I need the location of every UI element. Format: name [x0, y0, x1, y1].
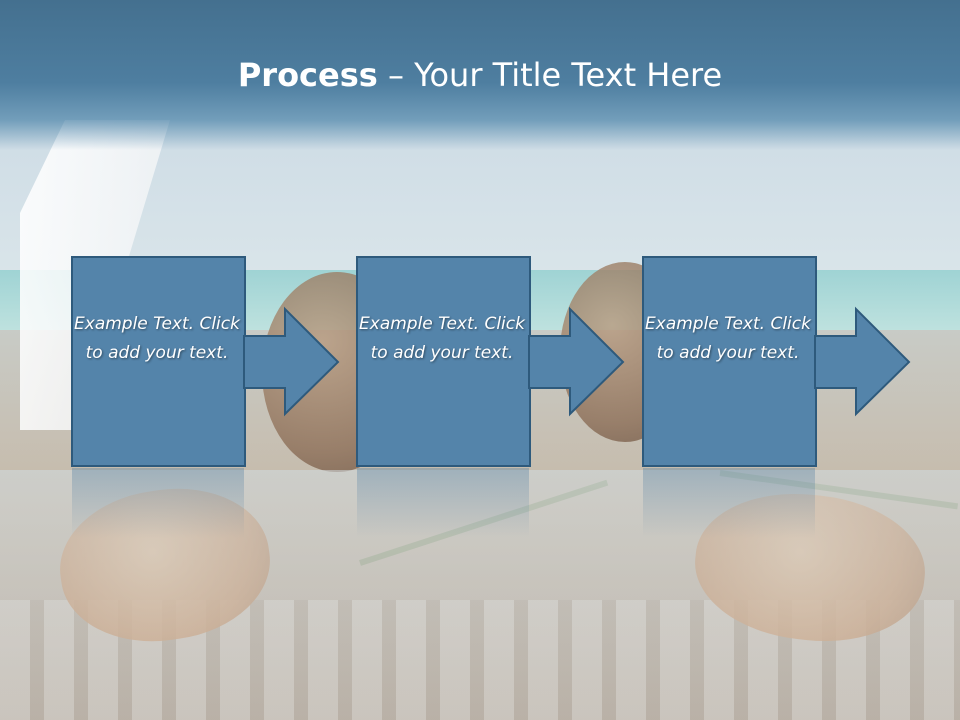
step-text[interactable]: Example Text. Click to add your text. — [645, 314, 811, 363]
title-bar — [0, 0, 960, 150]
page-title[interactable]: Process – Your Title Text Here — [0, 52, 960, 98]
process-step-shape — [356, 256, 531, 467]
haze-overlay — [0, 470, 960, 720]
box-reflection — [357, 468, 529, 538]
title-bold: Process — [237, 56, 378, 94]
step-text[interactable]: Example Text. Click to add your text. — [74, 314, 240, 363]
process-step-shape — [642, 256, 817, 467]
box-reflection — [72, 468, 244, 538]
process-step-2[interactable]: Example Text. Click to add your text. — [356, 256, 696, 468]
step-text[interactable]: Example Text. Click to add your text. — [359, 314, 525, 363]
box-reflection — [643, 468, 815, 538]
process-step-3[interactable]: Example Text. Click to add your text. — [642, 256, 960, 468]
title-rest: – Your Title Text Here — [377, 56, 723, 94]
